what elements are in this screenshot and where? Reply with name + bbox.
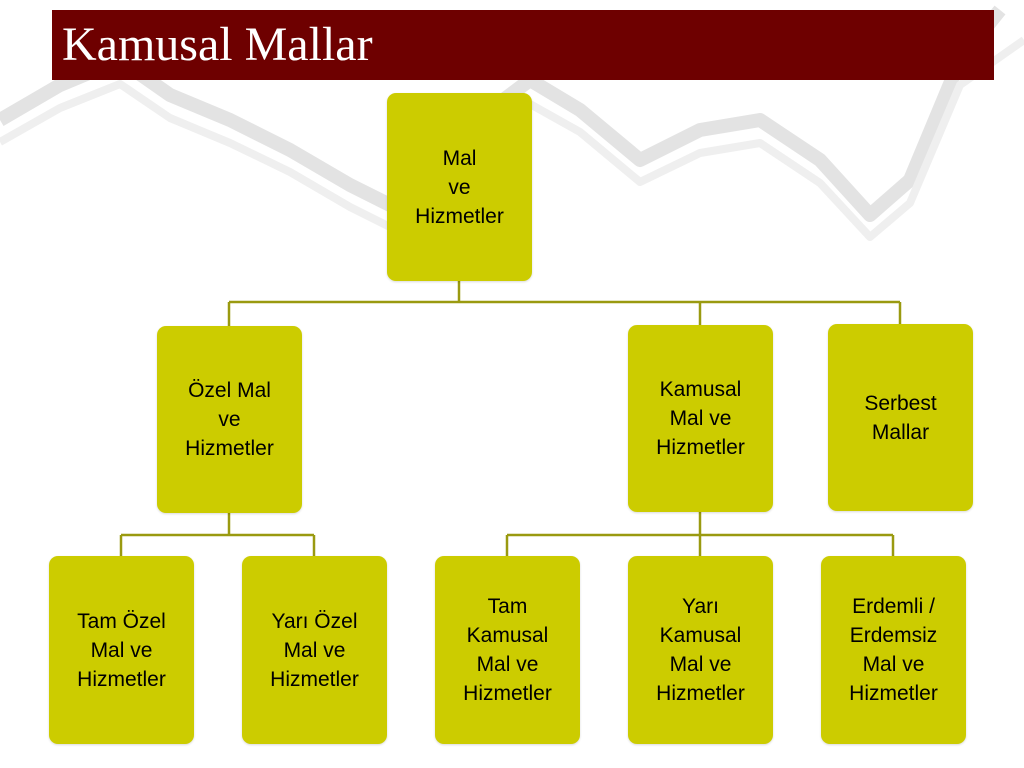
node-ozel-mal-label: Özel Mal ve Hizmetler — [185, 379, 274, 460]
node-yari-kamusal-label: Yarı Kamusal Mal ve Hizmetler — [656, 595, 745, 705]
node-ozel-mal: Özel Mal ve Hizmetler — [157, 326, 302, 513]
node-tam-ozel: Tam Özel Mal ve Hizmetler — [49, 556, 194, 744]
node-yari-ozel: Yarı Özel Mal ve Hizmetler — [242, 556, 387, 744]
node-tam-kamusal-label: Tam Kamusal Mal ve Hizmetler — [463, 595, 552, 705]
node-erdemli-erdemsiz-label: Erdemli / Erdemsiz Mal ve Hizmetler — [849, 595, 938, 705]
page-title: Kamusal Mallar — [62, 18, 373, 71]
node-yari-kamusal: Yarı Kamusal Mal ve Hizmetler — [628, 556, 773, 744]
title-bar: Kamusal Mallar — [52, 10, 994, 80]
node-erdemli-erdemsiz: Erdemli / Erdemsiz Mal ve Hizmetler — [821, 556, 966, 744]
node-tam-ozel-label: Tam Özel Mal ve Hizmetler — [77, 609, 166, 691]
node-mal-ve-hizmetler: Mal ve Hizmetler — [387, 93, 532, 281]
node-serbest-mallar-label: Serbest Mallar — [864, 391, 937, 444]
node-mal-ve-hizmetler-label: Mal ve Hizmetler — [415, 146, 504, 228]
node-serbest-mallar: Serbest Mallar — [828, 324, 973, 511]
node-yari-ozel-label: Yarı Özel Mal ve Hizmetler — [270, 609, 359, 691]
node-tam-kamusal: Tam Kamusal Mal ve Hizmetler — [435, 556, 580, 744]
node-kamusal-mal: Kamusal Mal ve Hizmetler — [628, 325, 773, 512]
node-kamusal-mal-label: Kamusal Mal ve Hizmetler — [656, 378, 745, 459]
